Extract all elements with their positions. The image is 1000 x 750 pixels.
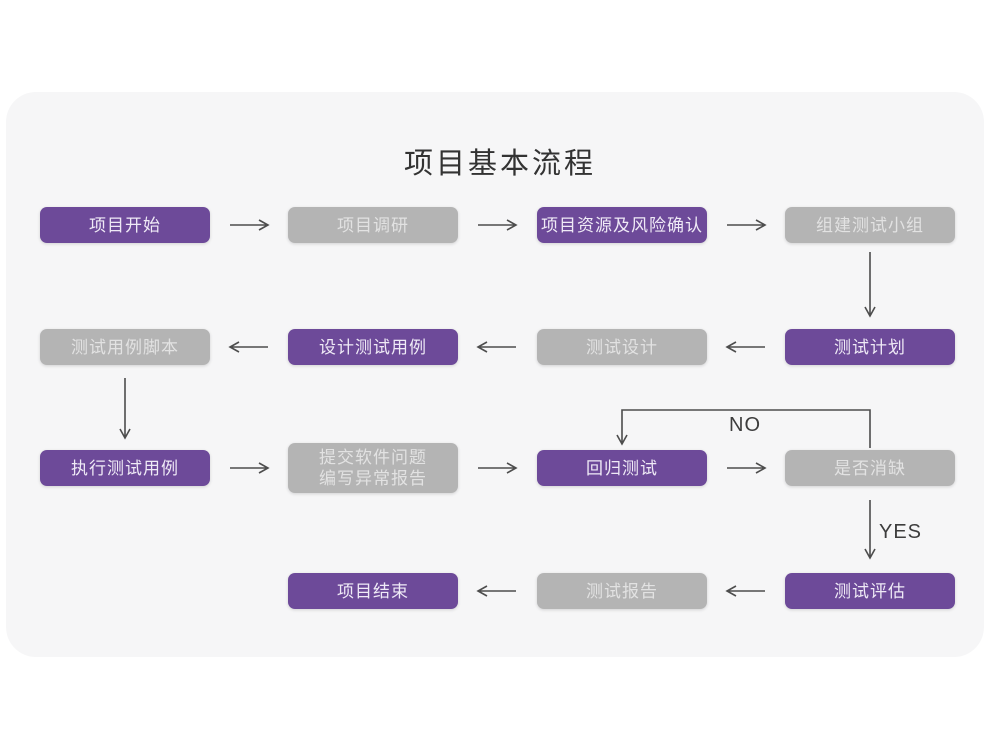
node-test-report: 测试报告 xyxy=(537,573,707,609)
node-execute-test-case: 执行测试用例 xyxy=(40,450,210,486)
node-regression-test: 回归测试 xyxy=(537,450,707,486)
node-label: 测试用例脚本 xyxy=(71,337,179,357)
node-label-line2: 编写异常报告 xyxy=(319,469,427,488)
node-project-end: 项目结束 xyxy=(288,573,458,609)
node-build-test-team: 组建测试小组 xyxy=(785,207,955,243)
node-test-evaluation: 测试评估 xyxy=(785,573,955,609)
node-test-design: 测试设计 xyxy=(537,329,707,365)
node-label: 项目调研 xyxy=(337,215,409,235)
node-design-test-case: 设计测试用例 xyxy=(288,329,458,365)
node-label: 是否消缺 xyxy=(834,458,906,478)
flowchart-card xyxy=(6,92,984,657)
node-label: 执行测试用例 xyxy=(71,458,179,478)
edge-label-no: NO xyxy=(729,414,761,436)
page-title: 项目基本流程 xyxy=(403,148,596,180)
node-label-line1: 提交软件问题 xyxy=(319,448,427,467)
node-defect-cleared: 是否消缺 xyxy=(785,450,955,486)
node-label: 测试计划 xyxy=(834,337,906,357)
node-project-research: 项目调研 xyxy=(288,207,458,243)
node-label: 测试评估 xyxy=(834,581,906,601)
node-submit-issue-report: 提交软件问题 编写异常报告 xyxy=(288,443,458,493)
node-label: 测试报告 xyxy=(586,581,658,601)
node-label: 项目资源及风险确认 xyxy=(541,215,703,235)
node-test-case-script: 测试用例脚本 xyxy=(40,329,210,365)
node-label: 项目开始 xyxy=(89,215,161,235)
node-label: 设计测试用例 xyxy=(319,337,427,357)
node-project-start: 项目开始 xyxy=(40,207,210,243)
node-resource-risk: 项目资源及风险确认 xyxy=(537,207,707,243)
edge-label-yes: YES xyxy=(879,521,923,543)
node-label: 项目结束 xyxy=(337,581,409,601)
node-label: 回归测试 xyxy=(586,458,658,478)
node-test-plan: 测试计划 xyxy=(785,329,955,365)
node-label: 组建测试小组 xyxy=(816,215,924,235)
node-label: 测试设计 xyxy=(586,337,658,357)
